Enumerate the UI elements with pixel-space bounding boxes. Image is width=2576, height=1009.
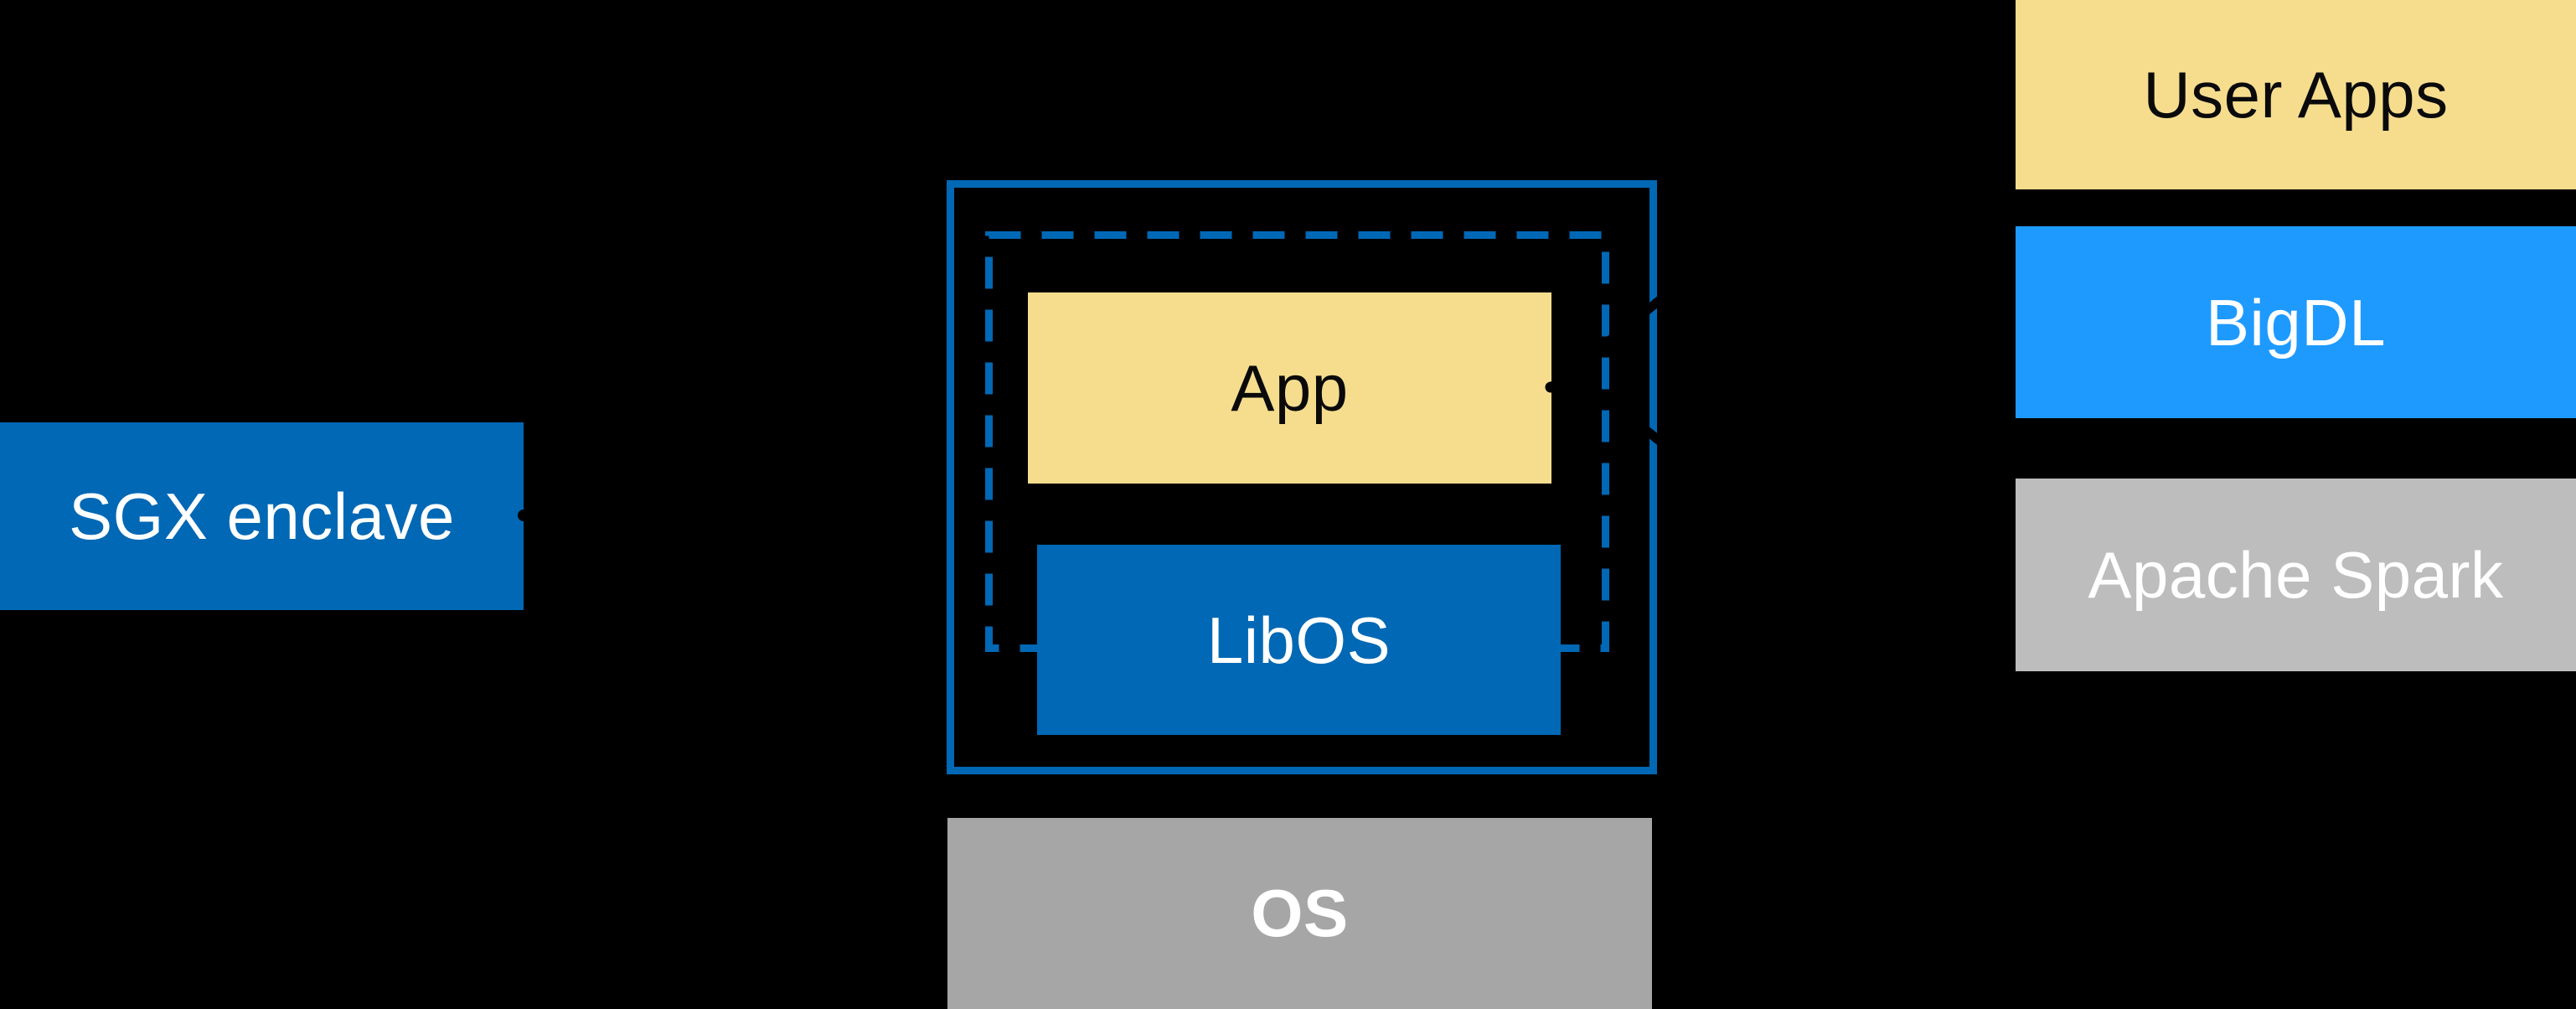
bigdl-box: BigDL (2016, 226, 2576, 418)
bigdl-label: BigDL (2206, 285, 2386, 360)
sgx-enclave-box: SGX enclave (0, 422, 524, 610)
apache-spark-label: Apache Spark (2088, 538, 2504, 612)
os-box: OS (947, 818, 1652, 1009)
apache-spark-box: Apache Spark (2016, 479, 2576, 671)
user-apps-label: User Apps (2143, 58, 2449, 132)
user-apps-box: User Apps (2016, 0, 2576, 189)
libos-box: LibOS (1037, 545, 1561, 735)
app-label: App (1231, 351, 1349, 425)
libos-label: LibOS (1206, 603, 1391, 677)
app-box: App (1028, 292, 1551, 484)
os-label: OS (1251, 876, 1349, 950)
sgx-enclave-label: SGX enclave (69, 479, 455, 553)
